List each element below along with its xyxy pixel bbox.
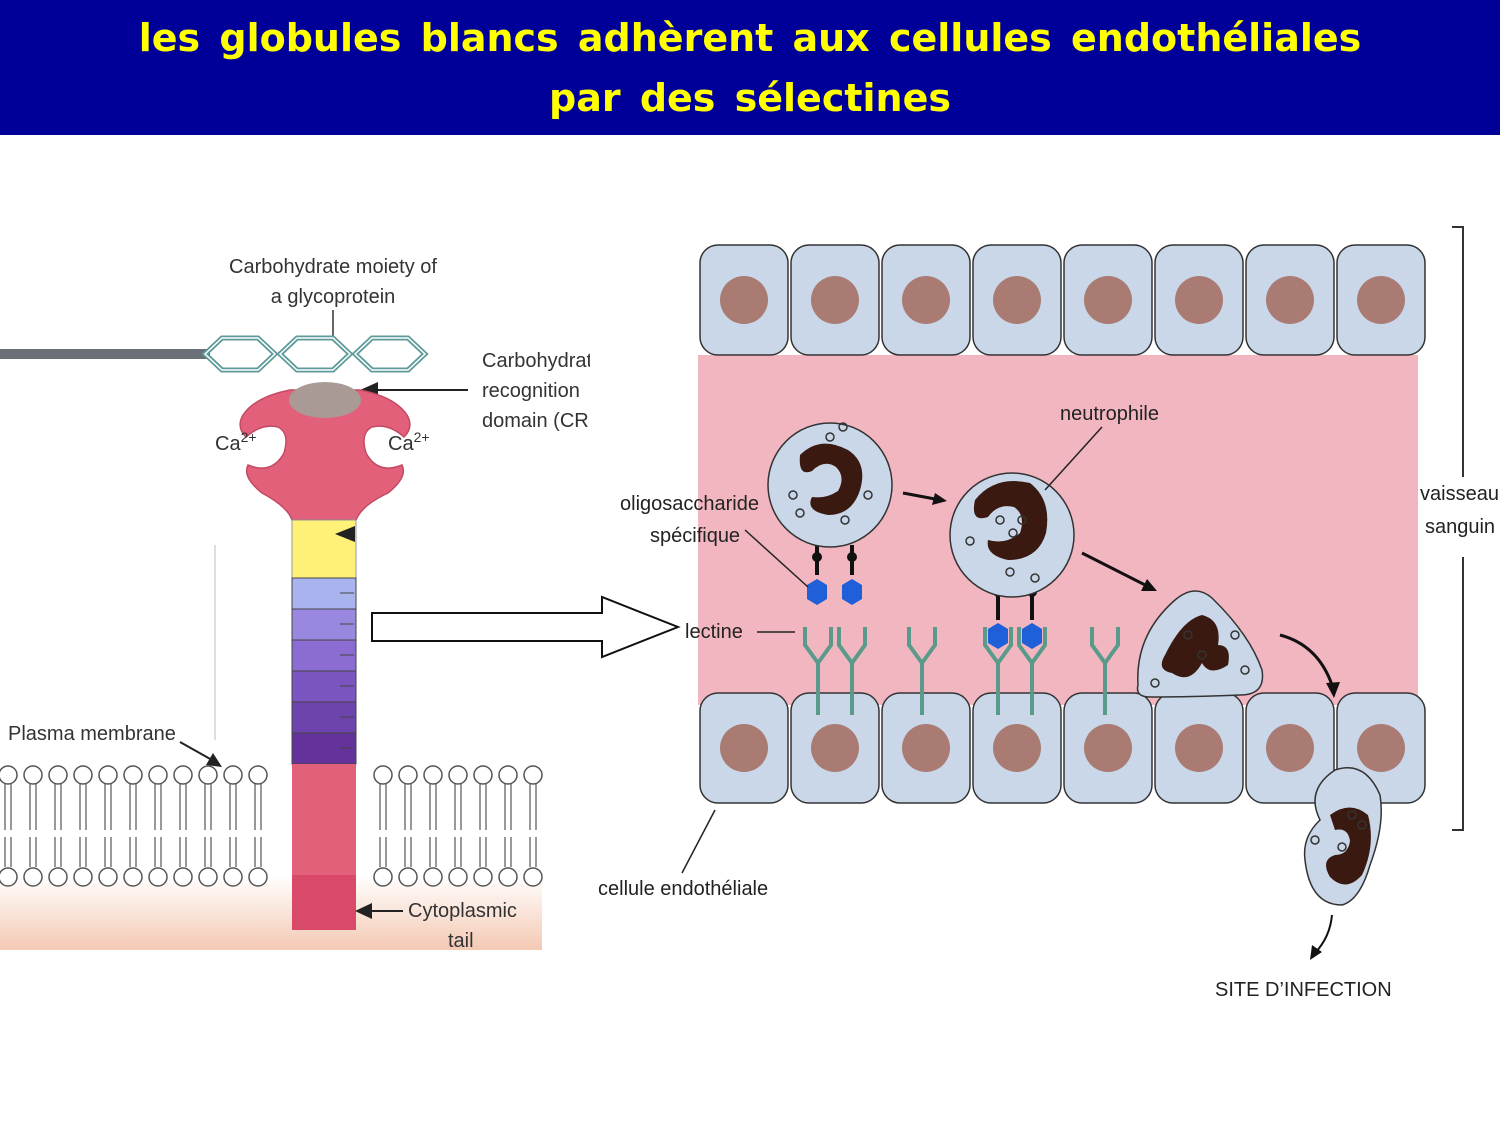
neutrophil-1 [767,422,893,605]
blood-vessel-diagram: vaisseau sanguin n [598,226,1500,1001]
transition-arrow [371,595,681,659]
plasma-membrane-arrow [179,741,213,761]
label-cellule-endotheliale: cellule endothéliale [598,878,768,900]
label-cytoplasmic: Cytoplasmic [408,900,517,922]
label-tail: tail [448,930,474,952]
glycoprotein-stalk [0,349,210,359]
label-oligosaccharide: oligosaccharide [620,493,759,515]
endothelial-cells-top [699,244,1426,356]
label-sanguin: sanguin [1425,516,1495,538]
title-line-1: les globules blancs adhèrent aux cellule… [138,16,1362,60]
lectin-receptor [1090,627,1120,715]
label-plasma-membrane: Plasma membrane [8,723,176,745]
label-carbohydrate-moiety: Carbohydrate moiety of [229,256,437,278]
label-crd-line-3: domain (CR [482,410,589,432]
label-ca-right: Ca2+ [388,429,430,455]
neutrophil-3 [1136,590,1264,698]
lectin-receptor [1017,627,1047,715]
selectin-structure-diagram: Carbohydrate moiety of a glycoprotein Ca… [0,215,590,952]
label-crd-line-2: recognition [482,380,580,402]
consensus-repeats [291,577,357,765]
label-vaisseau: vaisseau [1420,483,1499,505]
title-bar: les globules blancs adhèrent aux cellule… [0,0,1500,135]
lectin-receptors [803,623,1120,715]
neutrophil-4 [1303,767,1382,906]
label-crd-line-1: Carbohydrat [482,350,590,372]
label-specifique: spécifique [650,525,740,547]
panel-background [0,215,545,950]
lectin-receptor [907,627,937,715]
lectin-receptor [803,627,833,715]
label-ca-left: Ca2+ [215,429,257,455]
lectin-receptor [837,627,867,715]
label-lectine: lectine [685,621,743,643]
label-neutrophile: neutrophile [1060,403,1159,425]
title-line-2: par des sélectines [549,76,951,120]
carbohydrate-binding-site [289,382,361,418]
neutrophil-2 [949,472,1075,620]
cytoplasm-area [0,875,542,950]
label-glycoprotein: a glycoprotein [271,286,396,308]
lipid-bilayer [0,765,543,887]
endothelial-cells-bottom [699,692,1426,804]
lectin-receptor [983,627,1013,715]
egf-domain [291,519,357,579]
label-site-infection: SITE D’INFECTION [1215,979,1392,1001]
